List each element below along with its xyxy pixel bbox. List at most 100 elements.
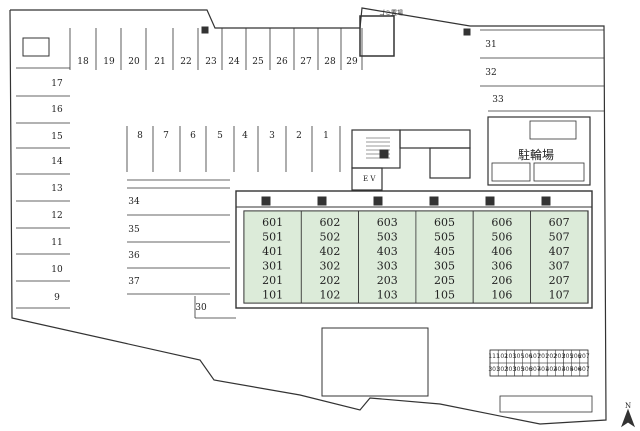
mailbox-label: 111: [488, 353, 500, 360]
left-column-stall-lines: [16, 67, 70, 309]
stall-label: 30: [195, 303, 207, 313]
unit-number: 305: [434, 260, 455, 273]
stall-label: 33: [492, 95, 504, 105]
lower-room: [321, 327, 429, 397]
unit-number: 403: [377, 245, 398, 258]
stall-label: 2: [296, 131, 302, 141]
unit-number: 606: [491, 216, 512, 229]
unit-number: 302: [319, 260, 340, 273]
core-room: [429, 147, 471, 179]
unit-number: 506: [491, 231, 512, 244]
unit-number: 603: [377, 216, 398, 229]
stall-label: 5: [217, 131, 223, 141]
mailbox-label: 206: [570, 353, 582, 360]
mailbox-label: 405: [562, 366, 574, 373]
pillar: [463, 28, 471, 36]
unit-number: 602: [319, 216, 340, 229]
site-boundary: [9, 7, 607, 425]
unit-number: 106: [491, 289, 512, 302]
building-outline: [235, 190, 593, 309]
outbuilding: [22, 37, 50, 57]
mailbox-label: 207: [578, 353, 590, 360]
stall-label: 34: [128, 197, 140, 207]
mailbox-grid: 1111021031051061072012022032052062073013…: [488, 349, 590, 377]
mailbox-label: 303: [505, 366, 517, 373]
unit-number: 205: [434, 274, 455, 287]
stall-label: 31: [485, 40, 496, 50]
unit-number: 307: [549, 260, 570, 273]
bike-parking-label: 駐輪場: [518, 147, 554, 162]
unit-number: 507: [549, 231, 570, 244]
stall-label: 26: [276, 57, 288, 67]
unit-column: [530, 210, 589, 304]
unit-number: 402: [319, 245, 340, 258]
unit-number: 303: [377, 260, 398, 273]
unit-number: 203: [377, 274, 398, 287]
bike-rack: [491, 162, 531, 182]
stall-label: 18: [77, 57, 89, 67]
unit-number: 202: [319, 274, 340, 287]
stall-label: 9: [54, 293, 60, 303]
unit-column: [300, 210, 359, 304]
stall-label: 15: [51, 132, 63, 142]
stall-label: 4: [242, 131, 248, 141]
top-row-stall-lines: [69, 28, 363, 70]
stall-label: 8: [137, 131, 143, 141]
unit-number: 107: [549, 289, 570, 302]
stall-label: 21: [154, 57, 165, 67]
stair-marker: [379, 149, 389, 159]
unit-number: 103: [377, 289, 398, 302]
mailbox-label: 305: [513, 366, 525, 373]
unit-number: 207: [549, 274, 570, 287]
unit-number: 502: [319, 231, 340, 244]
mailbox-label: 105: [513, 353, 525, 360]
core-hall: [399, 129, 471, 149]
stall-label: 13: [51, 184, 63, 194]
mailbox-label: 306: [521, 366, 533, 373]
mailbox-label: 205: [562, 353, 574, 360]
middle-left-stall-lines: [127, 187, 236, 319]
building-pillars: [261, 196, 551, 206]
mailbox-label: 202: [546, 353, 558, 360]
unit-column: [358, 210, 417, 304]
north-arrow-icon: [620, 408, 636, 428]
stall-label: 28: [324, 57, 336, 67]
mailbox-label: 407: [578, 366, 590, 373]
unit-number: 301: [262, 260, 283, 273]
stall-label: 20: [128, 57, 140, 67]
stall-label: 1: [323, 131, 329, 141]
ev-label: E V: [363, 175, 376, 183]
stall-label: 25: [252, 57, 264, 67]
unit-number: 105: [434, 289, 455, 302]
mailbox-label: 106: [521, 353, 533, 360]
stall-label: 10: [51, 265, 63, 275]
unit-number: 503: [377, 231, 398, 244]
mailbox-label: 102: [497, 353, 509, 360]
stall-label: 17: [51, 79, 63, 89]
mailbox-label: 307: [529, 366, 541, 373]
north-arrow: N: [620, 402, 636, 428]
stair-core: [351, 129, 401, 169]
stall-label: 22: [180, 57, 191, 67]
mailbox-label: 107: [529, 353, 541, 360]
unit-number: 206: [491, 274, 512, 287]
unit-number: 607: [549, 216, 570, 229]
unit-number: 102: [319, 289, 340, 302]
stall-label: 19: [103, 57, 115, 67]
mailbox-label: 401: [537, 366, 549, 373]
mailbox-label: 201: [537, 353, 549, 360]
unit-number: 605: [434, 216, 455, 229]
right-column-stall-lines: [480, 29, 604, 112]
mailbox-label: 406: [570, 366, 582, 373]
trash-area-label: ゴミ置場: [379, 9, 403, 17]
unit-number: 407: [549, 245, 570, 258]
bike-rack: [529, 120, 577, 140]
unit-number: 406: [491, 245, 512, 258]
unit-columns: 6015014013012011016025024023022021026035…: [243, 210, 589, 304]
mailbox-cell: [579, 362, 589, 377]
stall-label: 16: [51, 105, 63, 115]
